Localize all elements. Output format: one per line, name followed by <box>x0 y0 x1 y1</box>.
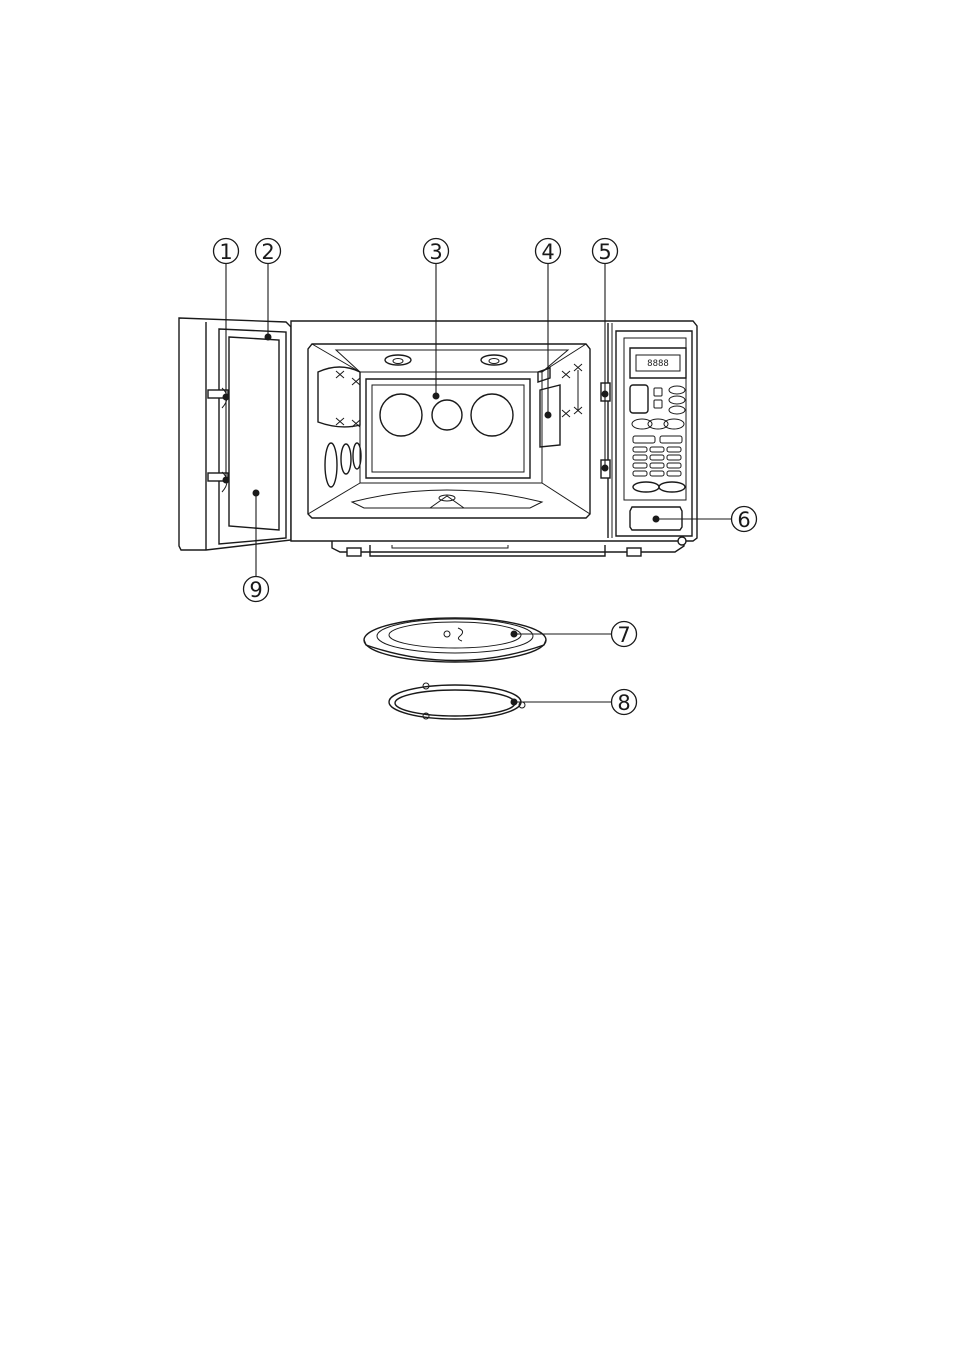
callout-5-label: 5 <box>598 240 611 264</box>
callout-4: 4 <box>536 239 561 265</box>
callout-7: 7 <box>612 622 637 648</box>
callout-3: 3 <box>424 239 449 265</box>
callout-8: 8 <box>612 690 637 716</box>
callout-1-label: 1 <box>219 240 232 264</box>
callout-2-label: 2 <box>261 240 274 264</box>
oven-body: 8888 <box>291 321 697 556</box>
callout-6-label: 6 <box>737 508 750 532</box>
callout-8-label: 8 <box>617 691 630 715</box>
callout-4-label: 4 <box>541 240 554 264</box>
svg-text:8888: 8888 <box>647 359 669 369</box>
callout-9: 9 <box>244 577 269 603</box>
callout-9-label: 9 <box>249 578 262 602</box>
callout-3-label: 3 <box>429 240 442 264</box>
roller-ring <box>389 683 525 719</box>
callout-2: 2 <box>256 239 281 265</box>
door <box>179 318 291 550</box>
callout-1: 1 <box>214 239 239 265</box>
callout-6: 6 <box>732 507 757 533</box>
callout-7-label: 7 <box>617 623 630 647</box>
callout-5: 5 <box>593 239 618 265</box>
glass-tray <box>364 618 546 662</box>
